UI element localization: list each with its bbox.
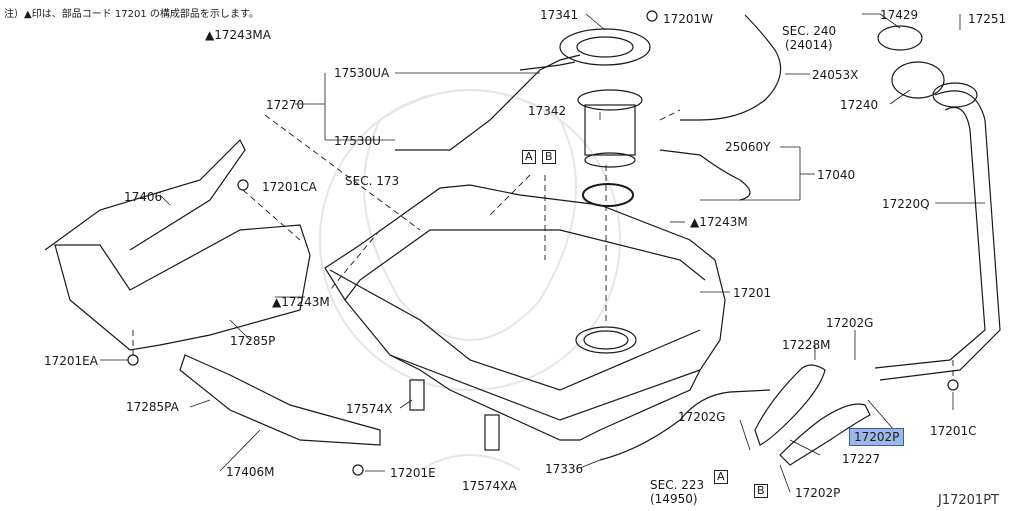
callout-box-b-bottom: B bbox=[754, 484, 768, 498]
part-label-17202p: 17202P bbox=[795, 486, 841, 500]
tank-pump-opening bbox=[575, 326, 637, 354]
section-ref-173: SEC. 173 bbox=[345, 174, 400, 188]
part-label-17201c: 17201C bbox=[930, 424, 977, 438]
part-label-24053x: 24053X bbox=[812, 68, 859, 82]
part-label-17406: 17406 bbox=[124, 190, 163, 204]
part-label-17201: 17201 bbox=[733, 286, 772, 300]
part-label-17341: 17341 bbox=[540, 8, 579, 22]
filler-tube bbox=[874, 82, 1001, 381]
part-label-17243ma: ▲17243MA bbox=[205, 28, 271, 42]
section-ref-223-sub: (14950) bbox=[650, 492, 698, 506]
diagram-reference: J17201PT bbox=[938, 493, 999, 508]
nut-17201ea bbox=[127, 354, 139, 366]
lock-ring bbox=[559, 28, 651, 66]
harness-25060y bbox=[659, 149, 751, 201]
highlighted-part-17202p[interactable]: 17202P bbox=[849, 428, 905, 446]
part-label-17240: 17240 bbox=[840, 98, 879, 112]
part-label-17243m-top: ▲17243M bbox=[690, 215, 748, 229]
part-label-17574xa: 17574XA bbox=[462, 479, 517, 493]
part-label-17201w: 17201W bbox=[663, 12, 714, 26]
filler-cap-gasket bbox=[891, 61, 945, 99]
tube-17336 bbox=[599, 389, 771, 461]
tube-17270 bbox=[395, 54, 581, 151]
section-ref-223: SEC. 223 bbox=[650, 478, 705, 492]
section-ref-240-sub: (24014) bbox=[785, 38, 833, 52]
heat-insulator bbox=[54, 224, 311, 351]
part-label-17201ea: 17201EA bbox=[44, 354, 98, 368]
bolt-17201c bbox=[947, 379, 959, 391]
guide-lines bbox=[132, 109, 954, 380]
part-label-17285p: 17285P bbox=[230, 334, 276, 348]
breather-hose bbox=[779, 403, 871, 466]
bracket-17574xa bbox=[484, 414, 500, 451]
harness-24053x bbox=[680, 14, 782, 121]
part-label-17227: 17227 bbox=[842, 452, 881, 466]
callout-box-b-top: B bbox=[542, 150, 556, 164]
part-label-25060y: 25060Y bbox=[725, 140, 771, 154]
legend-note: 注）▲印は、部品コード 17201 の構成部品を示します。 bbox=[4, 9, 259, 20]
fuel-tank bbox=[324, 184, 726, 441]
bolt-17201ca bbox=[237, 179, 249, 191]
part-label-17270: 17270 bbox=[266, 98, 305, 112]
callout-box-a-bottom: A bbox=[714, 470, 728, 484]
bracket-17574x bbox=[409, 379, 425, 411]
part-label-17530u: 17530U bbox=[334, 134, 381, 148]
part-label-17202g-top: 17202G bbox=[826, 316, 874, 330]
part-label-17406m: 17406M bbox=[226, 465, 275, 479]
leader-lines bbox=[100, 13, 985, 493]
heat-insulator-lower bbox=[179, 354, 381, 446]
bolt-17201w bbox=[646, 10, 658, 22]
part-label-17574x: 17574X bbox=[346, 402, 393, 416]
part-label-17040: 17040 bbox=[817, 168, 856, 182]
part-label-17251: 17251 bbox=[968, 12, 1007, 26]
part-label-17228m: 17228M bbox=[782, 338, 831, 352]
part-label-17220q: 17220Q bbox=[882, 197, 930, 211]
part-label-17202g-bottom: 17202G bbox=[678, 410, 726, 424]
section-ref-240: SEC. 240 bbox=[782, 24, 837, 38]
part-label-17243m-left: ▲17243M bbox=[272, 295, 330, 309]
part-label-17201ca: 17201CA bbox=[262, 180, 317, 194]
part-label-17429: 17429 bbox=[880, 8, 919, 22]
filler-cap bbox=[877, 25, 923, 51]
callout-box-a-top: A bbox=[522, 150, 536, 164]
part-label-17201e: 17201E bbox=[390, 466, 436, 480]
insulator-bracket bbox=[44, 138, 246, 251]
nut-17201e bbox=[352, 464, 364, 476]
fuel-pump-module bbox=[577, 89, 643, 168]
filler-hose bbox=[754, 364, 826, 446]
part-label-17336: 17336 bbox=[545, 462, 584, 476]
part-label-17285pa: 17285PA bbox=[126, 400, 179, 414]
part-label-17530ua: 17530UA bbox=[334, 66, 390, 80]
watermark bbox=[319, 89, 621, 471]
part-label-17342: 17342 bbox=[528, 104, 567, 118]
o-ring bbox=[582, 183, 634, 207]
